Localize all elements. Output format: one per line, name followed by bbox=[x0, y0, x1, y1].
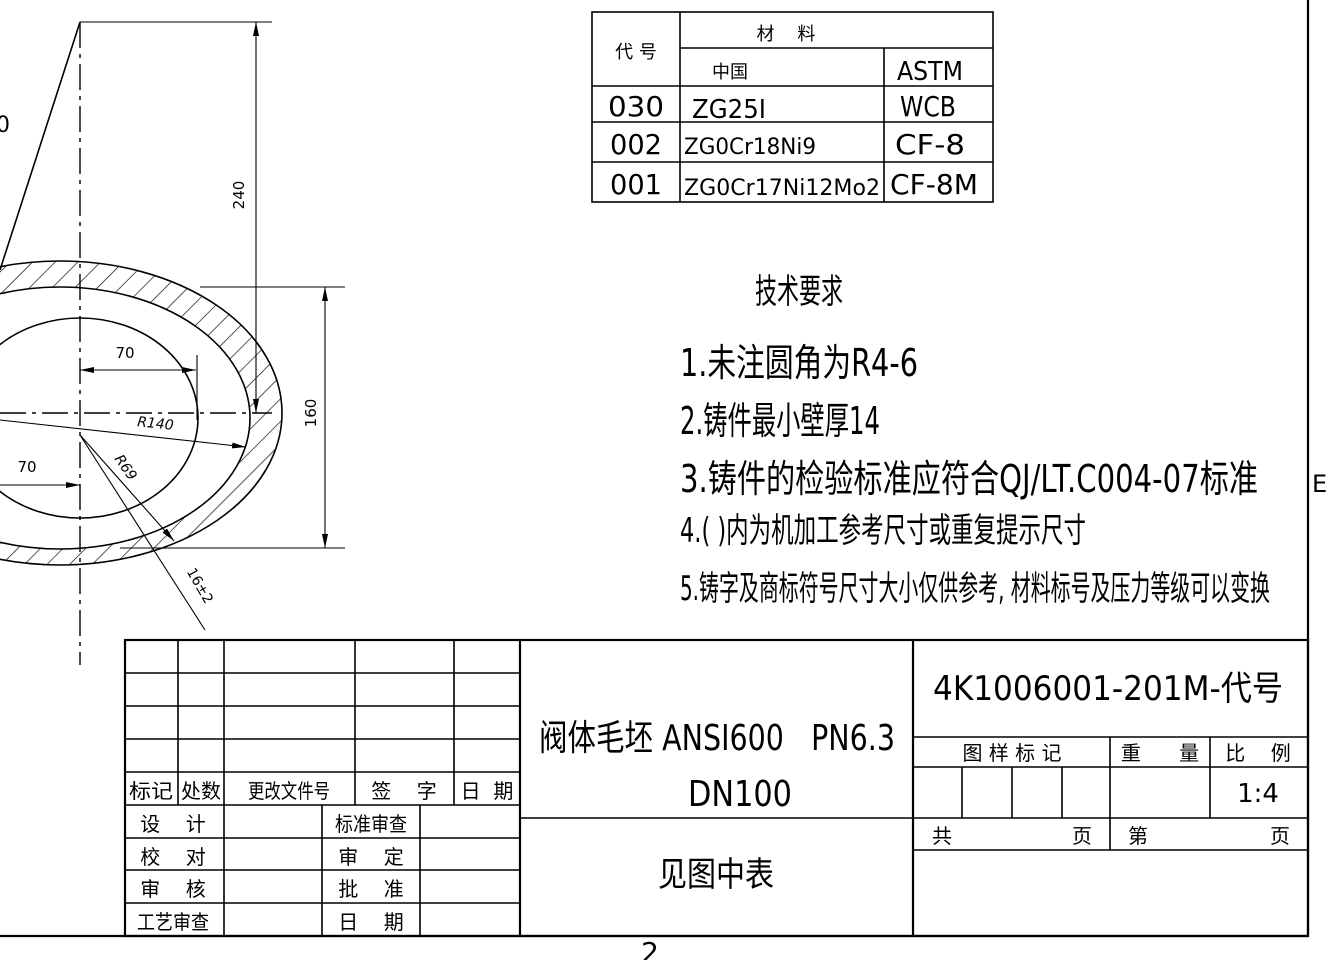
header-code: 代 号 bbox=[615, 42, 657, 63]
rev-header: 标记 bbox=[129, 779, 173, 803]
dim-70-top: 70 bbox=[115, 344, 134, 362]
mid-label: 标准审查 bbox=[335, 812, 407, 836]
mid-label: 日 期 bbox=[338, 910, 403, 934]
tech-item: 4.( )内为机加工参考尺寸或重复提示尺寸 bbox=[680, 511, 1086, 551]
svg-text:ZG0Cr17Ni12Mo2: ZG0Cr17Ni12Mo2 bbox=[684, 176, 880, 201]
rev-header: 更改文件号 bbox=[248, 779, 330, 803]
header-china: 中国 bbox=[712, 62, 748, 83]
svg-text:WCB: WCB bbox=[900, 90, 956, 123]
partial-label: 0 bbox=[0, 113, 10, 138]
tech-title: 技术要求 bbox=[755, 272, 843, 312]
header-material: 材 料 bbox=[757, 24, 816, 45]
dim-r69: R69 bbox=[111, 452, 140, 484]
svg-text:CF-8M: CF-8M bbox=[890, 168, 978, 201]
svg-text:CF-8: CF-8 bbox=[895, 128, 965, 161]
svg-text:ZG25I: ZG25I bbox=[692, 95, 766, 125]
total-label: 共 bbox=[932, 824, 952, 848]
weight-label: 重 量 bbox=[1121, 741, 1199, 765]
mark-label: 图 样 标 记 bbox=[962, 741, 1061, 765]
rev-header: 签 字 bbox=[371, 779, 436, 803]
dim-160: 160 bbox=[302, 399, 320, 428]
svg-text:ZG0Cr18Ni9: ZG0Cr18Ni9 bbox=[684, 135, 816, 160]
left-label: 设 计 bbox=[140, 812, 205, 836]
zone-letter: E bbox=[1312, 470, 1326, 498]
wall-hatch bbox=[0, 260, 283, 566]
header-astm: ASTM bbox=[897, 57, 963, 87]
table-row: 001 ZG0Cr17Ni12Mo2 CF-8M bbox=[610, 168, 978, 201]
part-name: 阀体毛坯 ANSI600 PN6.3 bbox=[539, 718, 895, 759]
mid-label: 批 准 bbox=[338, 877, 403, 901]
part-size: DN100 bbox=[688, 774, 792, 815]
svg-text:001: 001 bbox=[610, 168, 662, 201]
tech-item: 3.铸件的检验标准应符合QJ/LT.C004-07标准 bbox=[680, 457, 1258, 501]
material-table: 代 号 材 料 中国 ASTM 030 ZG25I WCB 002 ZG0Cr1… bbox=[591, 11, 994, 203]
svg-text:030: 030 bbox=[608, 90, 664, 123]
table-row: 030 ZG25I WCB bbox=[608, 90, 956, 125]
drawing-number: 4K1006001-201M-代号 bbox=[933, 669, 1283, 709]
technical-requirements: 技术要求 1.未注圆角为R4-6 2.铸件最小壁厚14 3.铸件的检验标准应符合… bbox=[680, 272, 1270, 609]
svg-text:002: 002 bbox=[610, 128, 662, 161]
tech-item: 5.铸字及商标符号尺寸大小仅供参考, 材料标号及压力等级可以变换 bbox=[680, 569, 1270, 609]
zone-number: 2 bbox=[641, 936, 659, 960]
mid-label: 审 定 bbox=[338, 845, 403, 869]
scale-value: 1:4 bbox=[1237, 779, 1279, 809]
material-note: 见图中表 bbox=[658, 855, 774, 895]
left-label: 校 对 bbox=[140, 845, 205, 869]
page-label: 页 bbox=[1072, 824, 1092, 848]
tech-item: 1.未注圆角为R4-6 bbox=[680, 341, 918, 385]
section-view: 240 160 70 70 R140 R69 16±2 0 bbox=[0, 21, 345, 665]
rev-header: 处数 bbox=[181, 779, 221, 803]
left-label: 审 核 bbox=[140, 877, 205, 901]
dim-70-bottom: 70 bbox=[17, 458, 36, 476]
left-label: 工艺审查 bbox=[137, 910, 209, 934]
sheet-label: 第 bbox=[1128, 824, 1148, 848]
dim-240: 240 bbox=[230, 181, 248, 210]
dim-r140: R140 bbox=[136, 414, 174, 434]
sheet-page-label: 页 bbox=[1270, 824, 1290, 848]
dim-wall: 16±2 bbox=[183, 565, 216, 606]
tech-item: 2.铸件最小壁厚14 bbox=[680, 399, 880, 443]
table-row: 002 ZG0Cr18Ni9 CF-8 bbox=[610, 128, 965, 161]
scale-label: 比 例 bbox=[1225, 741, 1290, 765]
title-block: 标记 处数 更改文件号 签 字 日 期 设 计 校 对 审 核 工艺审查 标准审… bbox=[123, 638, 1310, 938]
rev-header: 日 期 bbox=[461, 779, 514, 803]
